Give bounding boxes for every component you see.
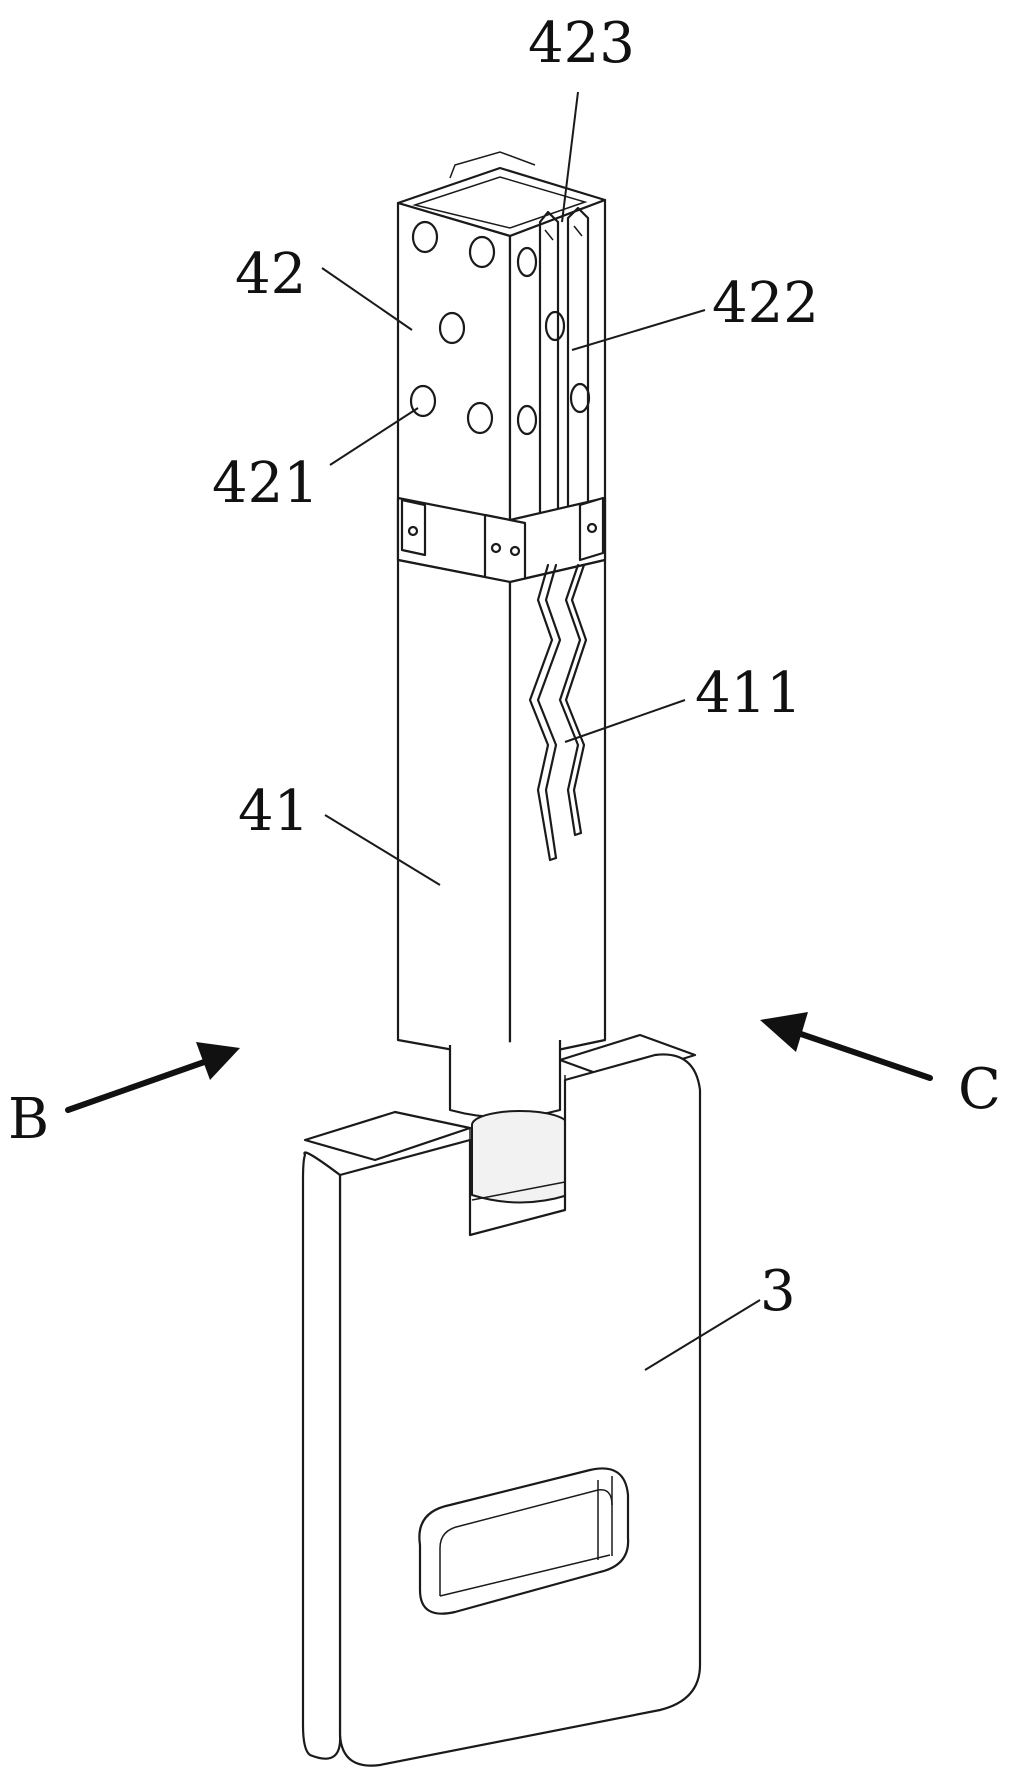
label-422: 422 [712,271,819,336]
label-41: 41 [238,779,309,844]
lower-tube-41 [396,558,607,1062]
neck-cylinder [448,1040,569,1204]
view-arrow-c [760,1012,933,1081]
key-handle-3 [301,1033,702,1767]
upper-sleeve-42 [396,151,607,587]
label-42: 42 [235,242,306,307]
label-3: 3 [760,1259,796,1324]
label-421: 421 [212,451,319,516]
label-c: C [958,1057,1001,1122]
label-b: B [8,1087,49,1152]
label-411: 411 [695,661,802,726]
view-arrow-b [65,1042,240,1113]
leader-lines [321,91,761,1371]
label-423: 423 [528,11,635,76]
